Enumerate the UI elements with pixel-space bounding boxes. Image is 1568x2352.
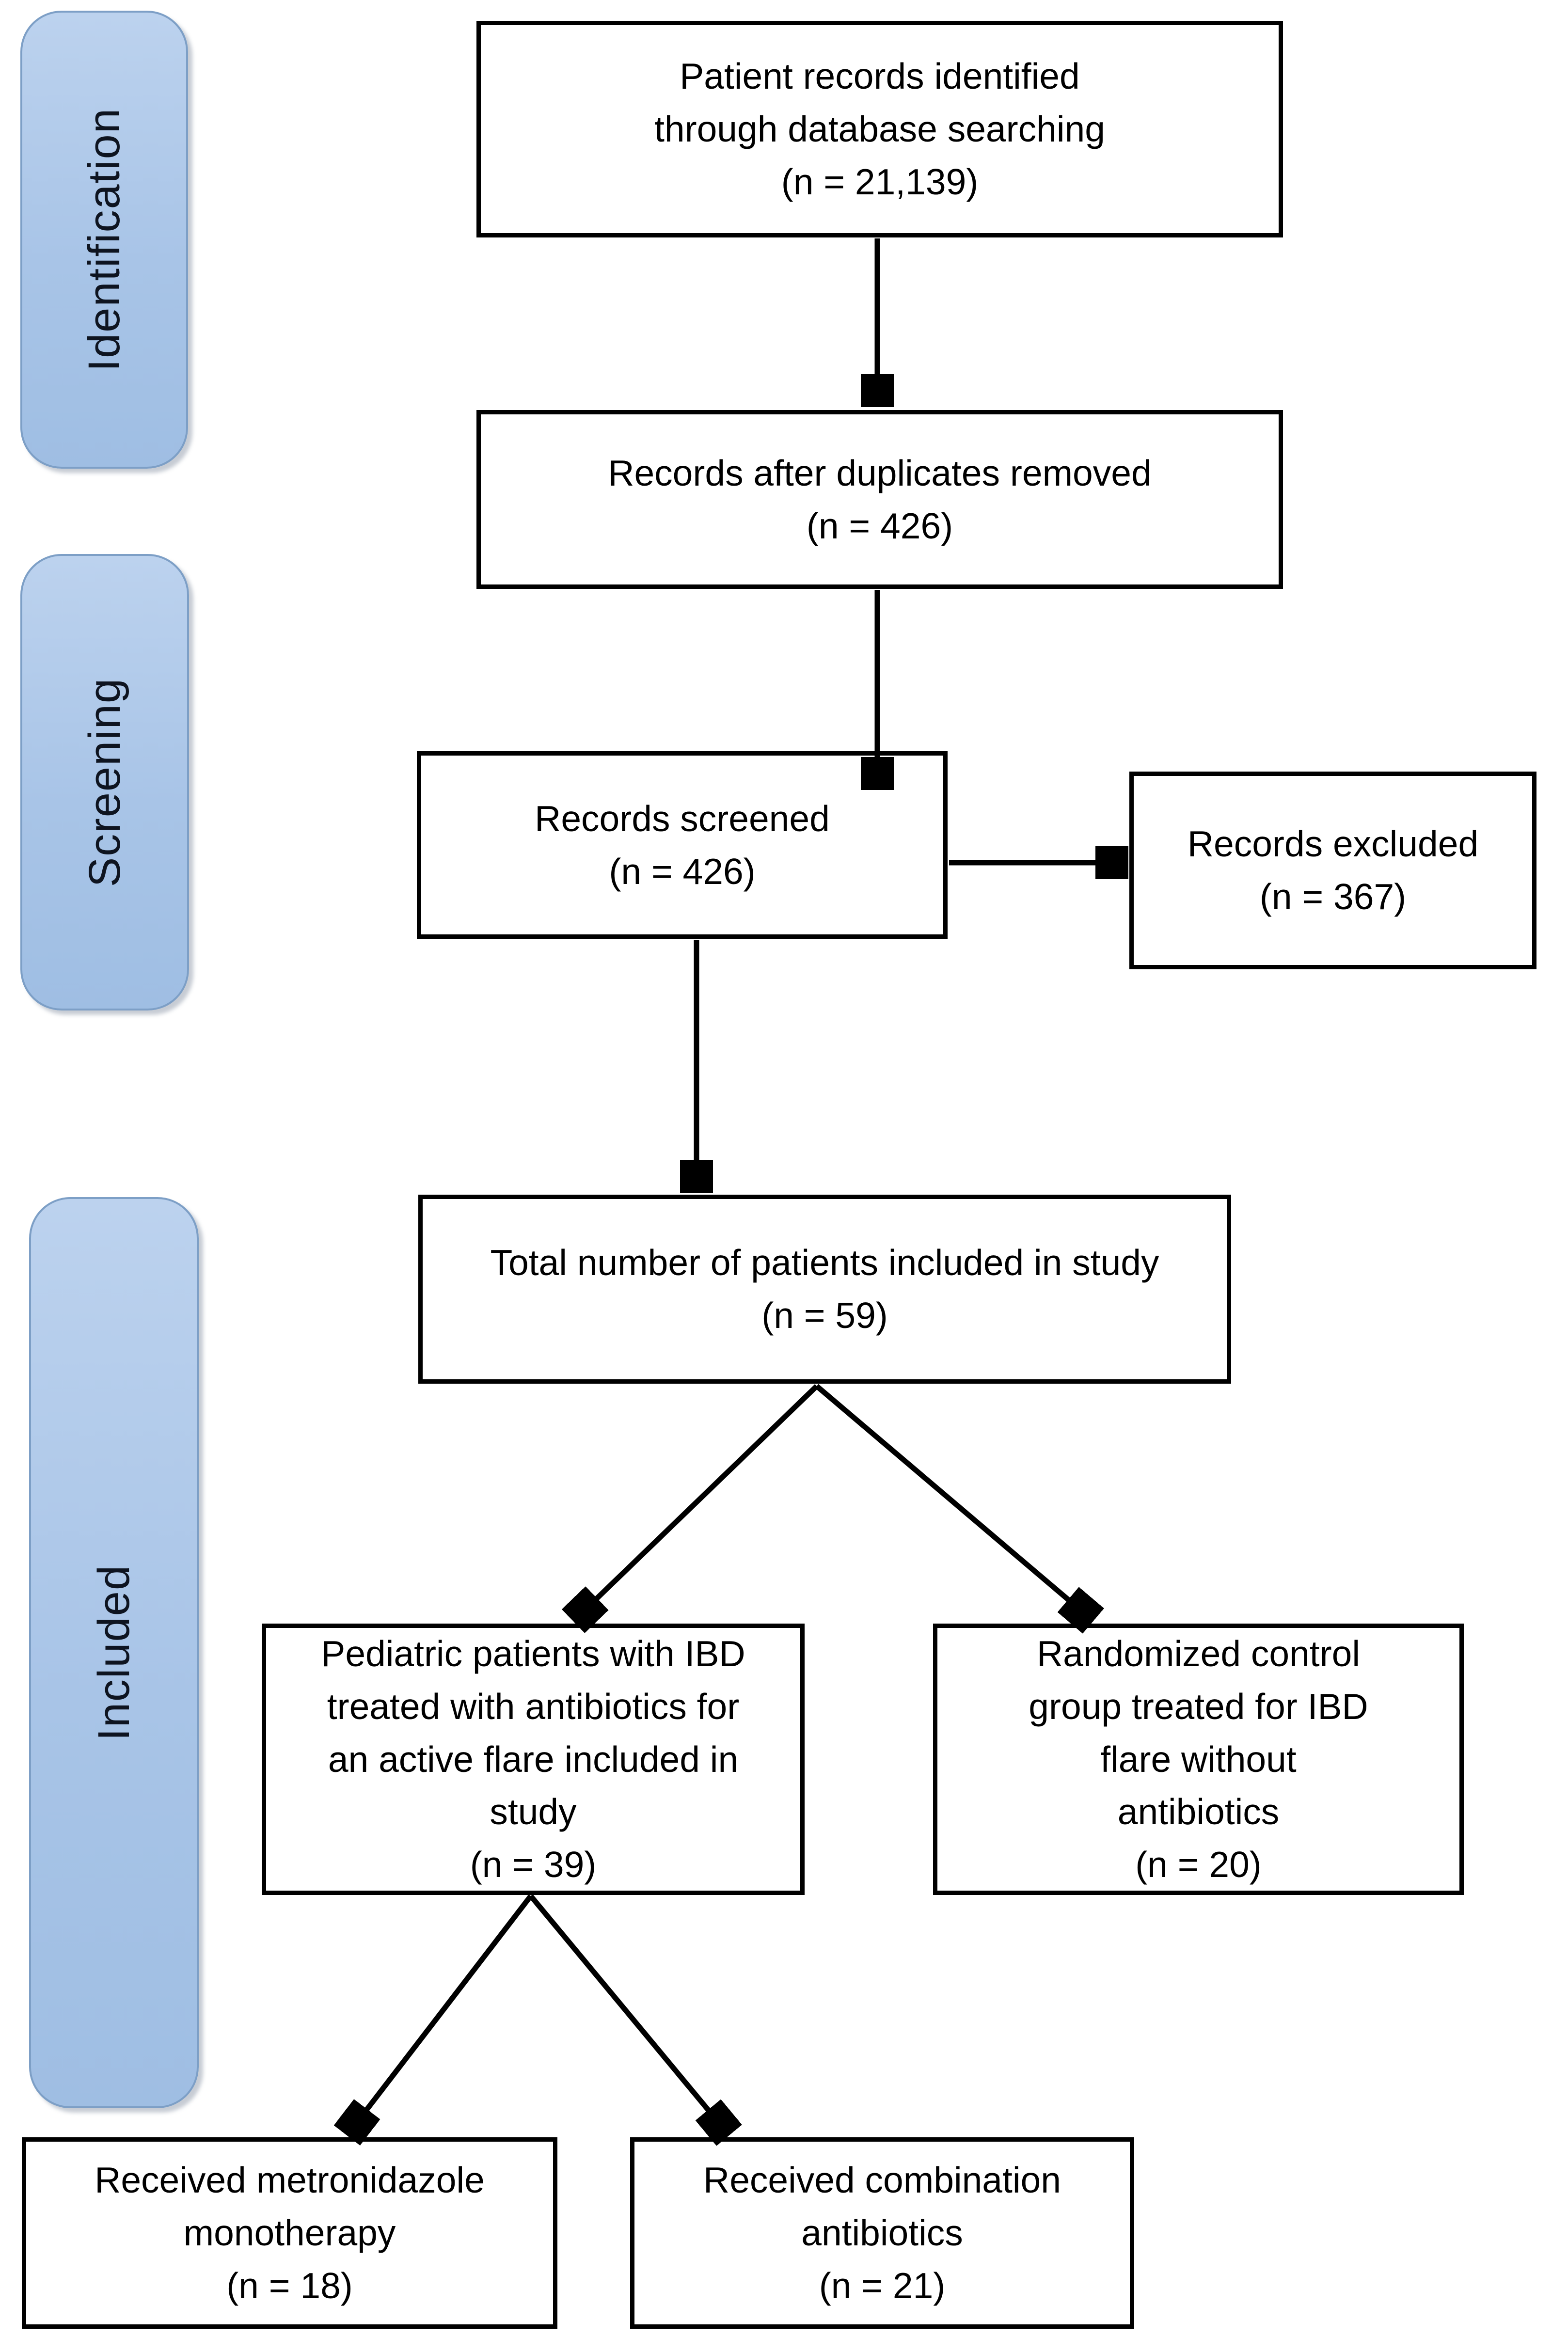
stage-screening: Screening [20,554,189,1010]
node-metronidazole-group-label: Received metronidazole monotherapy (n = … [95,2160,485,2306]
node-antibiotic-group: Pediatric patients with IBD treated with… [262,1624,805,1895]
node-total-included-label: Total number of patients included in stu… [490,1242,1159,1336]
node-records-identified-label: Patient records identified through datab… [654,56,1105,202]
node-control-group-label: Randomized control group treated for IBD… [1029,1633,1368,1885]
stage-included: Included [29,1197,199,2108]
node-duplicates-removed-label: Records after duplicates removed (n = 42… [608,452,1152,546]
stage-identification-label: Identification [79,108,129,372]
node-records-screened-label: Records screened (n = 426) [535,798,830,892]
node-records-screened: Records screened (n = 426) [417,751,948,939]
node-combination-group-label: Received combination antibiotics (n = 21… [703,2160,1061,2306]
node-records-identified: Patient records identified through datab… [476,21,1283,237]
arrow-antibiotic-to-metronidazole [350,1894,533,2131]
stage-screening-label: Screening [79,677,129,887]
node-antibiotic-group-label: Pediatric patients with IBD treated with… [321,1633,745,1885]
node-control-group: Randomized control group treated for IBD… [933,1624,1464,1895]
arrow-total-to-control-group [815,1384,1090,1618]
node-metronidazole-group: Received metronidazole monotherapy (n = … [22,2137,557,2329]
node-duplicates-removed: Records after duplicates removed (n = 42… [476,410,1283,589]
node-total-included: Total number of patients included in stu… [418,1195,1231,1384]
arrow-total-to-antibiotic-group [577,1384,819,1618]
node-records-excluded: Records excluded (n = 367) [1129,772,1536,969]
stage-included-label: Included [89,1564,139,1741]
stage-identification: Identification [20,11,188,469]
arrow-antibiotic-to-combination [528,1894,726,2131]
node-records-excluded-label: Records excluded (n = 367) [1187,823,1479,917]
node-combination-group: Received combination antibiotics (n = 21… [630,2137,1134,2329]
